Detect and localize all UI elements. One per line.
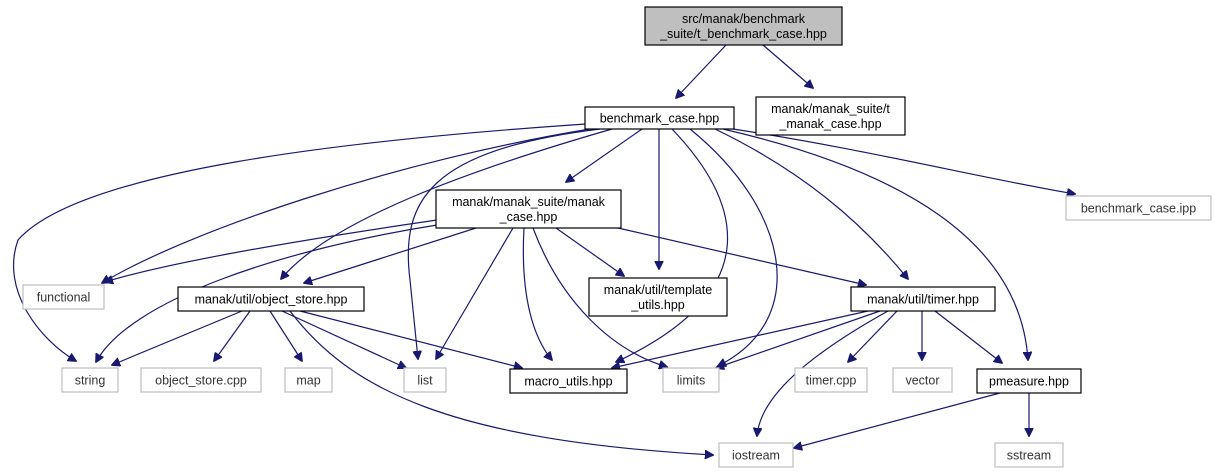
edge-object-store-hpp-to-string	[112, 310, 243, 365]
node-label: benchmark_case.ipp	[1081, 202, 1196, 216]
node-label: manak/util/template	[604, 283, 712, 297]
node-box	[61, 367, 119, 393]
node-map: map	[284, 367, 333, 393]
edge-benchmark-case-hpp-to-object-store-hpp	[281, 128, 613, 279]
edge-manak-case-hpp-to-string	[96, 224, 438, 362]
node-macro-utils-hpp[interactable]: macro_utils.hpp	[509, 368, 628, 394]
node-box	[584, 106, 735, 130]
node-box	[718, 442, 794, 468]
node-box	[140, 367, 262, 393]
node-label: iostream	[732, 449, 780, 463]
node-label: sstream	[1007, 449, 1051, 463]
node-label: list	[417, 374, 433, 388]
node-box	[994, 442, 1064, 468]
node-label: _case.hpp	[499, 210, 558, 224]
node-box	[177, 286, 365, 312]
node-label: src/manak/benchmark	[682, 12, 806, 26]
node-box	[976, 368, 1082, 394]
node-string: string	[61, 367, 119, 393]
dependency-nodes: src/manak/benchmark_suite/t_benchmark_ca…	[22, 6, 1212, 468]
edge-object-store-hpp-to-list	[281, 310, 406, 368]
node-label: manak/util/timer.hpp	[867, 293, 979, 307]
edge-timer-hpp-to-timer-cpp	[848, 310, 898, 362]
node-benchmark-case-hpp[interactable]: benchmark_case.hpp	[584, 106, 735, 130]
node-label: timer.cpp	[806, 374, 857, 388]
edge-benchmark-case-hpp-to-pmeasure-hpp	[722, 128, 1028, 360]
node-label: vector	[905, 374, 939, 388]
node-box	[22, 284, 105, 310]
node-limits: limits	[662, 367, 720, 393]
edge-benchmark-case-hpp-to-functional	[102, 128, 591, 283]
dependency-edges	[12, 44, 1075, 455]
node-timer-cpp: timer.cpp	[794, 367, 868, 393]
edge-root-to-t-manak-case-hpp	[762, 44, 813, 88]
edge-manak-case-hpp-to-limits	[532, 227, 667, 367]
node-label: _suite/t_benchmark_case.hpp	[659, 27, 827, 41]
edge-benchmark-case-hpp-to-list	[407, 128, 601, 359]
edge-object-store-hpp-to-macro-utils-hpp	[299, 310, 522, 368]
node-label: macro_utils.hpp	[524, 375, 612, 389]
node-root[interactable]: src/manak/benchmark_suite/t_benchmark_ca…	[644, 6, 843, 46]
node-label: manak/util/object_store.hpp	[195, 293, 348, 307]
node-manak-case-hpp[interactable]: manak/manak_suite/manak_case.hpp	[435, 189, 622, 229]
edge-timer-hpp-to-limits	[716, 310, 881, 368]
node-box	[892, 367, 953, 393]
node-box	[794, 367, 868, 393]
node-box	[1065, 195, 1212, 221]
node-box	[588, 277, 728, 317]
node-object-store-hpp[interactable]: manak/util/object_store.hpp	[177, 286, 365, 312]
node-benchmark-case-ipp: benchmark_case.ipp	[1065, 195, 1212, 221]
edge-root-to-benchmark-case-hpp	[676, 44, 727, 98]
node-pmeasure-hpp[interactable]: pmeasure.hpp	[976, 368, 1082, 394]
node-iostream: iostream	[718, 442, 794, 468]
edge-manak-case-hpp-to-list	[436, 227, 514, 359]
node-box	[435, 189, 622, 229]
node-label: functional	[37, 291, 91, 305]
node-label: limits	[677, 374, 705, 388]
node-box	[662, 367, 720, 393]
node-t-manak-case-hpp[interactable]: manak/manak_suite/t_manak_case.hpp	[755, 96, 906, 136]
edge-object-store-hpp-to-object-store-cpp	[214, 310, 251, 361]
node-template-utils-hpp[interactable]: manak/util/template_utils.hpp	[588, 277, 728, 317]
node-sstream: sstream	[994, 442, 1064, 468]
edge-object-store-hpp-to-map	[269, 310, 302, 361]
node-label: manak/manak_suite/manak	[452, 195, 606, 209]
edge-manak-case-hpp-to-functional	[105, 219, 438, 282]
node-object-store-cpp: object_store.cpp	[140, 367, 262, 393]
edge-manak-case-hpp-to-macro-utils-hpp	[522, 227, 552, 360]
node-label: map	[296, 374, 320, 388]
edge-timer-hpp-to-iostream	[757, 310, 889, 436]
node-box	[403, 367, 447, 393]
node-label: object_store.cpp	[155, 374, 247, 388]
node-box	[644, 6, 843, 46]
edge-benchmark-case-hpp-to-benchmark-case-ipp	[732, 128, 1075, 194]
node-functional: functional	[22, 284, 105, 310]
edge-benchmark-case-hpp-to-string	[12, 123, 587, 361]
node-label: _manak_case.hpp	[778, 117, 881, 131]
node-label: benchmark_case.hpp	[600, 112, 720, 126]
node-timer-hpp[interactable]: manak/util/timer.hpp	[850, 286, 996, 312]
node-label: manak/manak_suite/t	[771, 102, 890, 116]
node-list: list	[403, 367, 447, 393]
edge-benchmark-case-hpp-to-timer-hpp	[714, 128, 908, 279]
node-vector: vector	[892, 367, 953, 393]
node-box	[284, 367, 333, 393]
edge-benchmark-case-hpp-to-macro-utils-hpp	[616, 128, 729, 362]
edge-manak-case-hpp-to-template-utils-hpp	[555, 227, 624, 276]
edge-manak-case-hpp-to-object-store-hpp	[304, 227, 477, 283]
edge-object-store-hpp-to-iostream	[289, 310, 713, 455]
node-box	[755, 96, 906, 136]
node-box	[850, 286, 996, 312]
edge-manak-case-hpp-to-timer-hpp	[617, 227, 866, 285]
edge-benchmark-case-hpp-to-limits	[689, 128, 778, 366]
edge-benchmark-case-hpp-to-manak-case-hpp	[566, 128, 643, 182]
node-label: pmeasure.hpp	[989, 375, 1069, 389]
node-label: _utils.hpp	[630, 298, 685, 312]
edge-timer-hpp-to-macro-utils-hpp	[612, 310, 869, 368]
node-label: string	[75, 374, 106, 388]
edge-pmeasure-hpp-to-iostream	[794, 392, 1001, 448]
node-box	[509, 368, 628, 394]
edge-timer-hpp-to-pmeasure-hpp	[934, 310, 1002, 363]
